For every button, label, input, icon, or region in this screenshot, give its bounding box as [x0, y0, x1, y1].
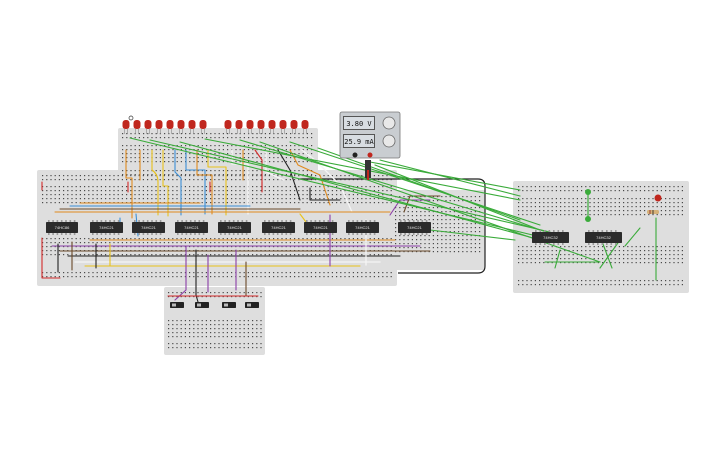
led-red[interactable]	[235, 120, 243, 134]
wire-black-loop[interactable]	[300, 178, 486, 274]
slide-switch[interactable]	[245, 302, 259, 308]
voltage-display: 3.80 V	[343, 116, 375, 130]
slide-switch[interactable]	[170, 302, 184, 308]
wire-yellow[interactable]	[151, 149, 159, 216]
ic-chip[interactable]: 74HC21	[304, 220, 337, 235]
wire-yellow[interactable]	[299, 213, 307, 223]
led-red[interactable]	[199, 120, 207, 134]
wire-green[interactable]	[239, 139, 561, 237]
wire-white[interactable]	[265, 149, 285, 181]
chip-label: 74HC21	[313, 225, 328, 230]
led-red[interactable]	[257, 120, 265, 134]
wire-green[interactable]	[317, 147, 521, 221]
chip-label: 74HC21	[99, 225, 114, 230]
chip-label: 74HC32	[543, 235, 558, 240]
chip-label: 74HC32	[596, 235, 611, 240]
wire-green[interactable]	[554, 249, 561, 269]
wire-green[interactable]	[289, 141, 541, 226]
ic-chip[interactable]: 74HC21	[90, 220, 123, 235]
led-red[interactable]	[290, 120, 298, 134]
wire-red[interactable]	[254, 149, 263, 191]
wire-black[interactable]	[309, 187, 341, 201]
led-red[interactable]	[279, 120, 287, 134]
chip-label: 74HC21	[355, 225, 370, 230]
ic-chip[interactable]: 74HC21	[218, 220, 251, 235]
chip-label: 74HC21	[141, 225, 156, 230]
led-red[interactable]	[224, 120, 232, 134]
chip-label: 74HC21	[227, 225, 242, 230]
chip-label: 74HC86	[55, 225, 70, 230]
led-red[interactable]	[301, 120, 309, 134]
ic-chip[interactable]: 74HC21	[132, 220, 165, 235]
current-knob[interactable]	[382, 134, 396, 148]
current-display: 25.9 mA	[343, 134, 375, 148]
wire-green[interactable]	[179, 141, 549, 243]
wire-blue[interactable]	[185, 149, 206, 215]
wire-green[interactable]	[204, 138, 521, 201]
wire-green[interactable]	[429, 229, 516, 241]
voltage-knob[interactable]	[382, 116, 396, 130]
chip-label: 74HC21	[407, 225, 422, 230]
led-red[interactable]	[133, 120, 141, 134]
wire-brown[interactable]	[403, 195, 441, 213]
ic-chip[interactable]: 74HC32	[532, 230, 569, 245]
chip-label: 74HC21	[184, 225, 199, 230]
wire-white[interactable]	[301, 149, 353, 213]
wire-green[interactable]	[129, 137, 546, 239]
wire-yellow[interactable]	[162, 149, 169, 217]
terminal-black[interactable]	[352, 152, 358, 158]
wire-black[interactable]	[277, 149, 301, 201]
wire-green[interactable]	[374, 164, 541, 231]
right-board-parts	[585, 189, 662, 222]
ic-chip[interactable]: 74HC21	[346, 220, 379, 235]
led-red[interactable]	[122, 120, 130, 134]
led-red[interactable]	[177, 120, 185, 134]
ic-chip[interactable]: 74HC21	[398, 220, 431, 235]
ic-chip[interactable]: 74HC21	[262, 220, 295, 235]
wire-green[interactable]	[369, 161, 521, 191]
led-output-red[interactable]	[654, 194, 662, 202]
slide-switch[interactable]	[222, 302, 236, 308]
wire-purple[interactable]	[389, 199, 431, 216]
terminal-red[interactable]	[367, 152, 373, 158]
ic-chip[interactable]: 74HC86	[46, 220, 78, 235]
wire-orange[interactable]	[196, 149, 213, 215]
wire-yellow[interactable]	[207, 149, 227, 216]
wire-green[interactable]	[379, 159, 521, 197]
wire-green[interactable]	[149, 139, 551, 233]
led-red[interactable]	[144, 120, 152, 134]
wire-orange[interactable]	[125, 149, 133, 219]
led-red[interactable]	[188, 120, 196, 134]
led-red[interactable]	[268, 120, 276, 134]
slide-switch[interactable]	[195, 302, 209, 308]
pin-marker	[128, 115, 134, 121]
wire-green[interactable]	[624, 227, 641, 247]
led-red[interactable]	[166, 120, 174, 134]
ic-chip[interactable]: 74HC21	[175, 220, 208, 235]
wire-green[interactable]	[599, 239, 621, 269]
chip-label: 74HC21	[271, 225, 286, 230]
wire-red[interactable]	[41, 237, 61, 279]
led-red[interactable]	[246, 120, 254, 134]
wire-orange[interactable]	[289, 149, 331, 206]
wire-black[interactable]	[195, 249, 199, 303]
ic-chip[interactable]: 74HC32	[585, 230, 622, 245]
breadboard-main-right[interactable]	[390, 190, 485, 270]
wire-blue[interactable]	[174, 149, 182, 216]
led-red[interactable]	[155, 120, 163, 134]
wire-purple[interactable]	[174, 245, 187, 301]
